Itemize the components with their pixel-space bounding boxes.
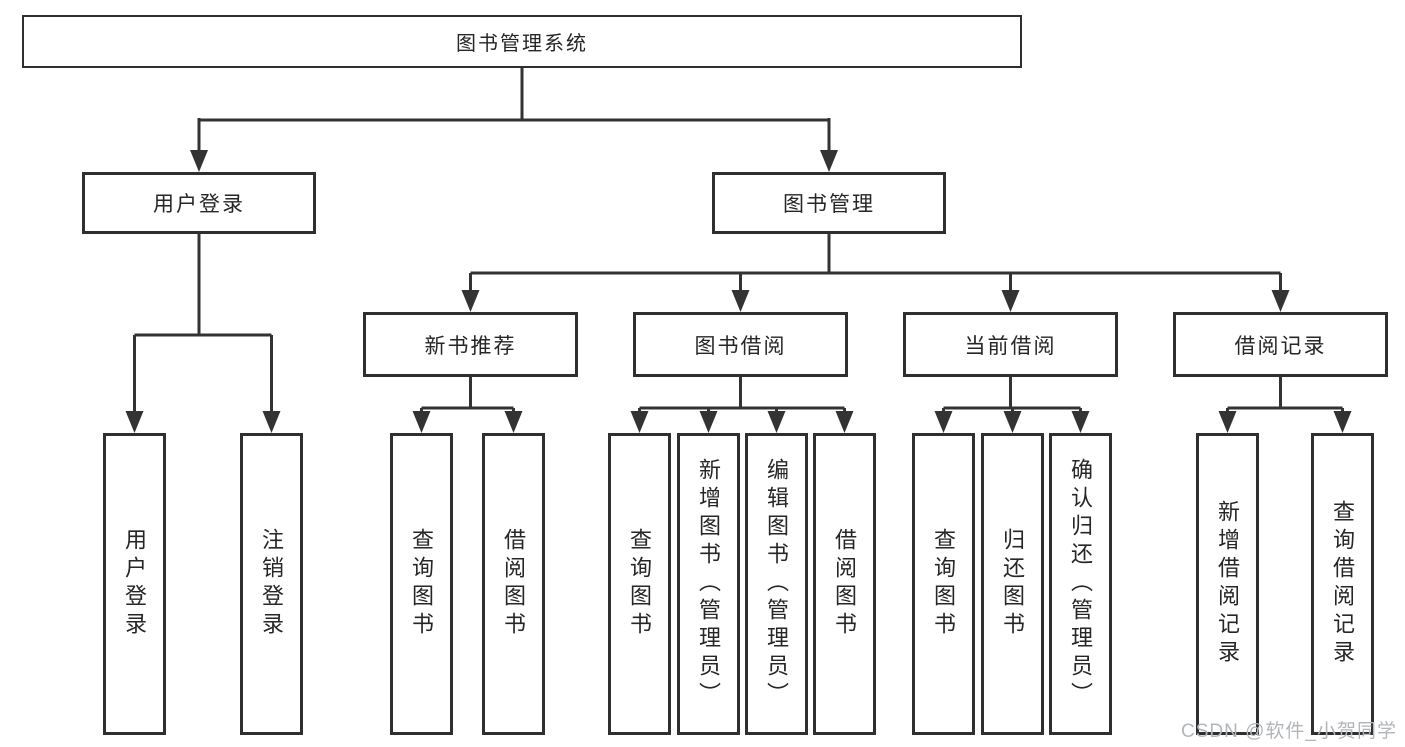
leaf-query-books-1: 查询图书 — [390, 433, 453, 735]
leaf-query-books-3: 查询图书 — [912, 433, 975, 735]
connector-borrow-records-to-leaves — [1218, 377, 1352, 433]
node-book-borrowing: 图书借阅 — [633, 312, 848, 377]
leaf-query-borrow-record: 查询借阅记录 — [1311, 433, 1374, 735]
connector-book-borrow-to-leaves — [630, 377, 854, 433]
leaf-user-login: 用户登录 — [103, 433, 166, 735]
node-book-management-branch: 图书管理 — [712, 172, 946, 234]
leaf-borrow-books-2: 借阅图书 — [813, 433, 876, 735]
leaf-confirm-return-admin: 确认归还（管理员） — [1049, 433, 1112, 735]
leaf-return-books: 归还图书 — [981, 433, 1044, 735]
connector-user-login-to-leaves — [125, 234, 281, 433]
csdn-watermark: CSDN @软件_小贺同学 — [1181, 721, 1397, 742]
node-user-login-branch: 用户登录 — [82, 172, 316, 234]
node-root-system: 图书管理系统 — [22, 15, 1022, 68]
connector-current-borrow-to-leaves — [934, 377, 1090, 433]
leaf-add-borrow-record: 新增借阅记录 — [1196, 433, 1259, 735]
leaf-query-books-2: 查询图书 — [608, 433, 671, 735]
node-new-book-recommendation: 新书推荐 — [363, 312, 578, 377]
leaf-add-books-admin: 新增图书（管理员） — [677, 433, 740, 735]
node-borrowing-records: 借阅记录 — [1173, 312, 1388, 377]
leaf-edit-books-admin: 编辑图书（管理员） — [745, 433, 808, 735]
connector-new-book-to-leaves — [412, 377, 523, 433]
connector-root-to-branches — [190, 68, 838, 172]
leaf-borrow-books-1: 借阅图书 — [482, 433, 545, 735]
connector-book-mgmt-to-groups — [461, 234, 1290, 312]
leaf-logout: 注销登录 — [240, 433, 303, 735]
node-current-borrowing: 当前借阅 — [903, 312, 1118, 377]
